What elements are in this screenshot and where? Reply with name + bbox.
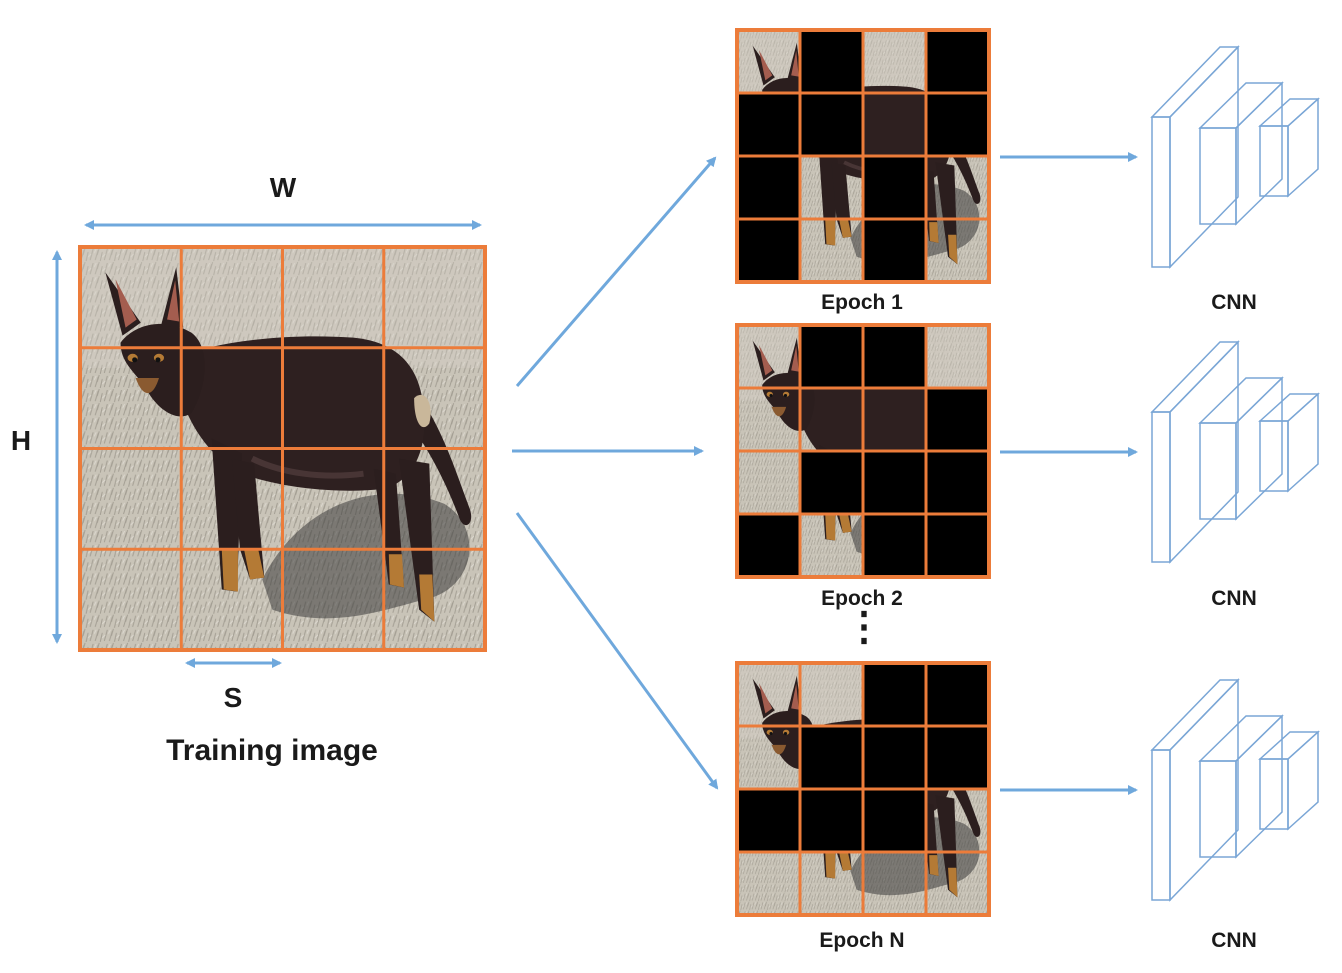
- continuation-dots: ⋮: [844, 605, 884, 649]
- masked-cell: [737, 156, 800, 219]
- masked-cell: [800, 726, 863, 789]
- cnn-label-1: CNN: [1211, 291, 1257, 314]
- cnn-label-2: CNN: [1211, 587, 1257, 610]
- epoch-n-mask: [735, 661, 991, 917]
- training-image-caption: Training image: [166, 734, 378, 767]
- masked-cell: [737, 789, 800, 852]
- epoch-panel-2: Epoch 2: [735, 323, 991, 610]
- masked-cell: [926, 451, 989, 514]
- epoch-1-mask: [735, 28, 991, 284]
- epoch-2-mask: [735, 323, 991, 579]
- epoch-panel-1: Epoch 1: [735, 28, 991, 314]
- masked-cell: [926, 726, 989, 789]
- cnn-label-n: CNN: [1211, 929, 1257, 952]
- masked-cell: [737, 514, 800, 577]
- cnn-icon-2: [1150, 340, 1320, 564]
- branch-arrow-epoch-n: [515, 512, 719, 790]
- stride-label: S: [224, 682, 243, 713]
- training-image: [78, 245, 487, 652]
- epoch-n-label: Epoch N: [819, 929, 904, 952]
- epoch-1-label: Epoch 1: [821, 291, 903, 314]
- cnn-icon-1: [1150, 45, 1320, 269]
- training-image-grid: [78, 245, 487, 652]
- cnn-icon-n: [1150, 678, 1320, 902]
- epoch-panel-n: Epoch N: [735, 661, 991, 952]
- masked-cell: [737, 93, 800, 156]
- masked-cell: [800, 93, 863, 156]
- masked-cell: [863, 156, 926, 219]
- masked-cell: [926, 514, 989, 577]
- masked-cell: [800, 451, 863, 514]
- masked-cell: [863, 451, 926, 514]
- masked-cell: [863, 514, 926, 577]
- masked-cell: [926, 93, 989, 156]
- branch-arrow-epoch-1: [515, 156, 717, 387]
- masked-cell: [863, 726, 926, 789]
- masked-cell: [863, 219, 926, 282]
- masked-cell: [926, 388, 989, 451]
- epoch-2-label: Epoch 2: [821, 587, 903, 610]
- masked-cell: [926, 30, 989, 93]
- width-label: W: [270, 172, 297, 203]
- masked-cell: [800, 789, 863, 852]
- masked-cell: [737, 219, 800, 282]
- masked-cell: [800, 30, 863, 93]
- masked-cell: [800, 325, 863, 388]
- masked-cell: [863, 789, 926, 852]
- height-label: H: [11, 425, 31, 456]
- masked-cell: [926, 663, 989, 726]
- masked-cell: [863, 325, 926, 388]
- masked-cell: [863, 663, 926, 726]
